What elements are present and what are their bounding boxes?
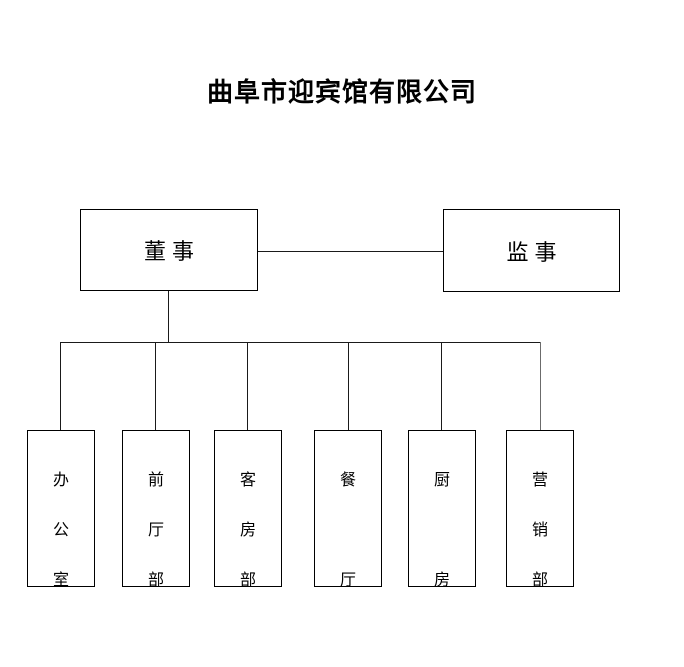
char: 厨	[433, 470, 450, 489]
char: 客	[239, 470, 256, 489]
edge-drop-housekeeping	[247, 342, 248, 430]
node-department-marketing[interactable]: 营 销 部	[506, 430, 574, 589]
node-department-office[interactable]: 办 公 室	[27, 430, 95, 589]
char: 销	[531, 520, 548, 539]
edge-director-supervisor	[258, 251, 443, 252]
node-department-housekeeping[interactable]: 客 房 部	[214, 430, 282, 589]
node-department-office-label: 办 公 室	[28, 431, 94, 605]
char: 部	[531, 570, 548, 589]
node-department-housekeeping-label: 客 房 部	[215, 431, 281, 605]
char: 办	[52, 470, 69, 489]
node-director-label: 董事	[143, 240, 200, 265]
node-department-kitchen[interactable]: 厨 房	[408, 430, 476, 589]
node-department-marketing-label: 营 销 部	[507, 431, 573, 605]
page-title: 曲阜市迎宾馆有限公司	[206, 78, 477, 108]
node-supervisor[interactable]: 监事	[443, 209, 620, 292]
char: 室	[52, 570, 69, 589]
edge-drop-marketing	[540, 342, 541, 430]
node-department-kitchen-label: 厨 房	[409, 431, 475, 605]
char: 部	[147, 570, 164, 589]
edge-drop-kitchen	[441, 342, 442, 430]
char: 房	[239, 520, 256, 539]
char: 厅	[339, 570, 356, 589]
edge-drop-front-desk	[155, 342, 156, 430]
node-department-front-desk-label: 前 厅 部	[123, 431, 189, 605]
char: 前	[147, 470, 164, 489]
node-director[interactable]: 董事	[80, 209, 258, 291]
char: 房	[433, 570, 450, 589]
edge-drop-office	[60, 342, 61, 430]
char: 公	[52, 520, 69, 539]
char: 餐	[339, 470, 356, 489]
edge-drop-restaurant	[348, 342, 349, 430]
edge-director-trunk	[168, 291, 169, 342]
char: 厅	[147, 520, 164, 539]
node-department-restaurant[interactable]: 餐 厅	[314, 430, 382, 589]
char: 营	[531, 470, 548, 489]
node-department-front-desk[interactable]: 前 厅 部	[122, 430, 190, 589]
node-department-restaurant-label: 餐 厅	[315, 431, 381, 605]
edge-distribution-bus	[60, 342, 541, 343]
node-supervisor-label: 监事	[506, 240, 563, 266]
char: 部	[239, 570, 256, 589]
